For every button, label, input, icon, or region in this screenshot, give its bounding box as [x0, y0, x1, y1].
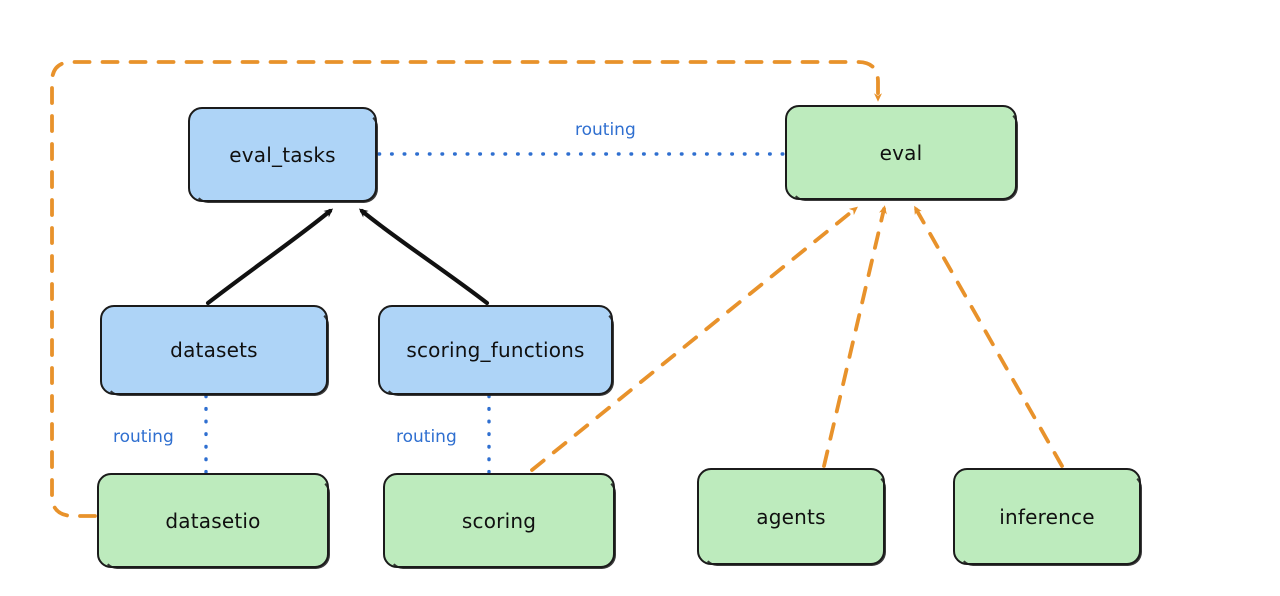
node-label: agents — [756, 504, 826, 529]
node-label: datasets — [170, 338, 258, 362]
node-scoring[interactable]: scoring — [383, 473, 616, 569]
edge-datasetio-to-eval — [50, 60, 882, 518]
node-label: eval_tasks — [229, 142, 336, 167]
node-label: scoring_functions — [406, 338, 585, 362]
edge-scoring_functions-to-eval_tasks — [358, 208, 490, 306]
node-label: datasetio — [165, 508, 261, 533]
edge-agents-to-eval — [822, 205, 887, 468]
edge-label-routing-eval: routing — [575, 120, 636, 140]
edge-inference-to-eval — [914, 205, 1064, 468]
node-eval-tasks[interactable]: eval_tasks — [188, 107, 378, 203]
edge-datasets-to-eval_tasks — [205, 208, 334, 306]
node-eval[interactable]: eval — [785, 105, 1018, 201]
node-label: inference — [999, 504, 1095, 529]
node-label: scoring — [461, 508, 537, 533]
node-datasets[interactable]: datasets — [100, 305, 329, 396]
node-scoring-functions[interactable]: scoring_functions — [378, 305, 614, 396]
edge-scoring-to-eval — [530, 206, 858, 472]
node-inference[interactable]: inference — [953, 468, 1142, 566]
edge-label-routing-scoring: routing — [396, 427, 457, 447]
node-agents[interactable]: agents — [697, 468, 886, 566]
node-label: eval — [879, 140, 923, 165]
edge-label-routing-datasets: routing — [113, 427, 174, 447]
node-datasetio[interactable]: datasetio — [97, 473, 330, 569]
